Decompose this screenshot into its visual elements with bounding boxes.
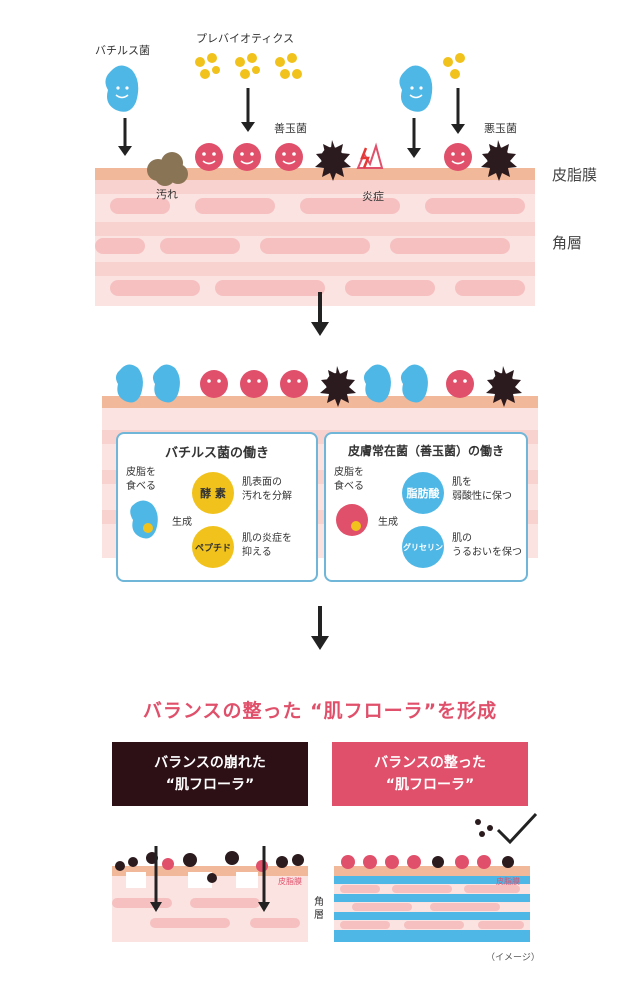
bad-bacteria-icon	[315, 140, 517, 181]
panel-title: 皮膚常在菌（善玉菌）の働き	[347, 444, 504, 458]
good-bacteria-label: 善玉菌	[274, 122, 307, 135]
eats-sebum-text: 皮脂を 食べる	[334, 467, 364, 492]
arrow-down-icon	[118, 118, 132, 156]
panel-title: バチルス菌の働き	[164, 446, 269, 461]
prebiotics-icon	[195, 53, 302, 79]
bacillus-function-panel: バチルス菌の働き 皮脂を 食べる 生成 酵 素 ペプチド 肌表面の 汚れを分解 …	[116, 432, 318, 582]
bacillus-icon	[399, 65, 433, 112]
peptide-desc: 肌の炎症を 抑える	[242, 533, 292, 558]
inflammation-label: 炎症	[362, 190, 384, 203]
fatty-acid-circle: 脂肪酸	[402, 472, 444, 514]
arrow-down-icon	[241, 88, 255, 132]
sebum-film-label: 皮脂膜	[552, 166, 598, 184]
good-bacteria-eating-icon	[336, 504, 368, 536]
eats-sebum-text: 皮脂を 食べる	[126, 467, 156, 492]
bacillus-icon	[105, 65, 139, 112]
bacillus-label: バチルス菌	[95, 44, 150, 57]
summary-heading: バランスの整った “肌フローラ”を形成	[142, 700, 498, 722]
enzyme-desc: 肌表面の 汚れを分解	[242, 477, 292, 502]
big-arrow-down-icon	[311, 292, 329, 336]
peptide-circle: ペプチド	[192, 526, 234, 568]
dirt-icon	[147, 152, 188, 186]
prebiotics-label: プレバイオティクス	[196, 32, 295, 45]
arrow-down-icon	[451, 88, 465, 134]
unbalanced-line1: バランスの崩れた	[154, 755, 266, 771]
bad-flora-illustration	[112, 846, 308, 942]
glycerin-circle: グリセリン	[402, 526, 444, 568]
skin-layers-top	[95, 168, 535, 306]
sebum-small-label-right: 皮脂膜	[496, 877, 520, 886]
dirt-label: 汚れ	[156, 188, 178, 201]
bad-bacteria-label: 悪玉菌	[484, 122, 517, 135]
produce-text: 生成	[172, 517, 192, 528]
unbalanced-flora-box: バランスの崩れた “肌フローラ”	[112, 742, 308, 806]
good-bacteria-icon	[195, 143, 472, 171]
bacillus-eating-icon	[130, 500, 158, 539]
balanced-line1: バランスの整った	[374, 755, 486, 771]
sebum-small-label-left: 皮脂膜	[278, 877, 302, 886]
inflammation-icon	[356, 142, 384, 169]
skin-flora-function-panel: 皮膚常在菌（善玉菌）の働き 皮脂を 食べる 生成 脂肪酸 グリセリン 肌を 弱酸…	[324, 432, 528, 582]
prebiotics-icon	[443, 53, 465, 79]
balanced-flora-box: バランスの整った “肌フローラ”	[332, 742, 528, 806]
glycerin-desc: 肌の うるおいを保つ	[452, 533, 522, 558]
stratum-label: 角層	[552, 234, 583, 252]
produce-text: 生成	[378, 517, 398, 528]
unbalanced-line2: “肌フローラ”	[165, 777, 255, 793]
image-note: （イメージ）	[486, 953, 540, 963]
stratum-small-label: 角 層	[314, 897, 324, 921]
arrow-down-icon	[407, 118, 421, 158]
enzyme-circle: 酵 素	[192, 472, 234, 514]
big-arrow-down-icon	[311, 606, 329, 650]
balanced-line2: “肌フローラ”	[385, 777, 475, 793]
fatty-acid-desc: 肌を 弱酸性に保つ	[452, 477, 512, 502]
checkmark-icon	[496, 812, 538, 845]
good-flora-illustration	[334, 812, 538, 942]
bacteria-row-middle	[115, 364, 522, 407]
